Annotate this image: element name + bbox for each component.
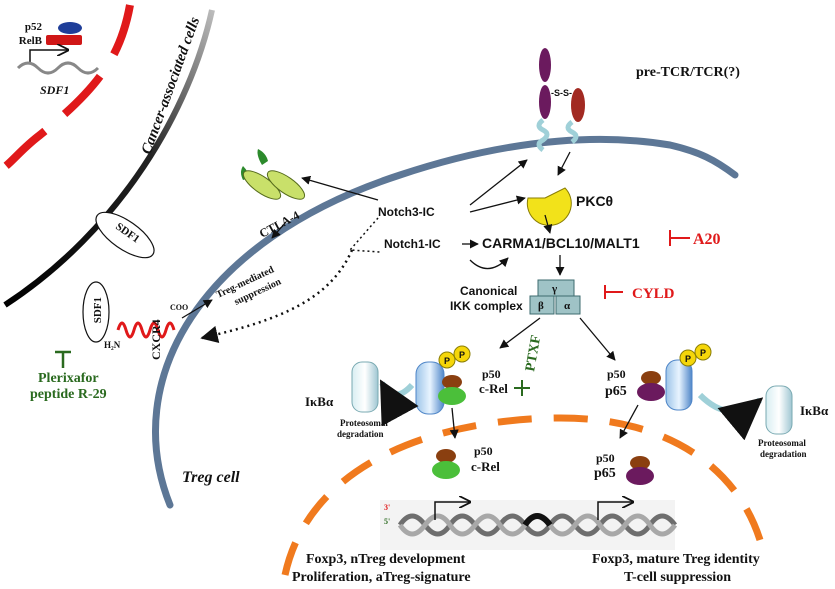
carma-label: CARMA1/BCL10/MALT1	[482, 235, 640, 251]
svg-text:γ: γ	[551, 283, 557, 295]
cancer-cell-membrane-black	[3, 9, 215, 308]
svg-text:IκBα: IκBα	[800, 403, 829, 418]
svg-text:SDF1: SDF1	[92, 297, 104, 323]
svg-text:P: P	[700, 348, 706, 358]
sdf1-gene-label: SDF1	[40, 83, 69, 97]
svg-text:P: P	[685, 354, 691, 364]
arrow-crel-nucleus	[449, 407, 459, 439]
pkc-theta: PKCθ	[526, 187, 613, 226]
svg-text:3': 3'	[384, 503, 390, 512]
svg-text:c-Rel: c-Rel	[479, 381, 508, 396]
nuclear-crel-dimer: p50 c-Rel	[432, 444, 500, 479]
cxcr4-receptor: H₂N COO CXCR4	[104, 303, 188, 360]
nuclear-p65-dimer: p50 p65	[594, 451, 654, 485]
pretcr-label: pre-TCR/TCR(?)	[636, 65, 740, 80]
h2n-label: H₂N	[104, 340, 121, 350]
dotted-arrow-to-cxcr4	[200, 249, 354, 343]
cyld-label: CYLD	[632, 286, 675, 302]
ikba-crel-complex: P P p50 c-Rel	[415, 345, 508, 415]
svg-text:p50: p50	[482, 367, 501, 381]
arrow-ctla4-suppression	[271, 221, 287, 239]
left-outcome-1: Foxp3, nTreg development	[306, 552, 466, 567]
arrow-notch3-ctla4	[301, 175, 379, 201]
arrow-ikk-p65	[579, 317, 616, 361]
sdf1-ligand-oval: SDF1	[82, 281, 110, 343]
coo-label: COO	[170, 303, 188, 312]
svg-text:α: α	[564, 300, 571, 312]
arrow-ikk-crel	[499, 317, 541, 349]
sdf1-promoter-arrow	[29, 50, 68, 62]
svg-text:p65: p65	[605, 384, 627, 399]
svg-text:IκBα: IκBα	[305, 394, 334, 409]
sdf1-membrane-oval: SDF1	[95, 211, 155, 259]
ikba-p65-complex: p50 p65 P P	[605, 343, 712, 411]
cancer-cells-label: Cancer-associated cells	[139, 15, 204, 156]
left-outcome-2: Proliferation, aTreg-signature	[292, 570, 471, 585]
a20-inhibitor	[669, 230, 690, 246]
pkc-label: PKCθ	[576, 193, 613, 209]
canonical-label: Canonical	[460, 284, 517, 298]
svg-text:P: P	[459, 350, 465, 360]
cancer-cell-membrane-red	[0, 4, 134, 174]
arrow-tcr-pkc	[557, 151, 571, 176]
ikk-complex: γ β α	[529, 279, 581, 315]
svg-text:p50: p50	[474, 444, 493, 458]
sdf1-gene-dna	[16, 61, 100, 75]
treg-cell-membrane	[152, 135, 739, 509]
relb-protein	[46, 35, 82, 45]
right-outcome-1: Foxp3, mature Treg identity	[592, 552, 760, 567]
ikba-left: IκBα Proteosomal degradation	[305, 361, 419, 439]
svg-text:Proteosomal: Proteosomal	[340, 418, 388, 428]
nucleus-membrane	[281, 414, 769, 576]
relb-p52-complex: p52 RelB SDF1	[16, 21, 100, 97]
svg-text:degradation: degradation	[337, 429, 384, 439]
arrow-cxcr4-suppression	[181, 299, 213, 319]
ptxf-label: PTXF	[523, 334, 544, 373]
svg-text:β: β	[538, 300, 544, 312]
plerixafor-label: Plerixafor	[38, 371, 99, 386]
relb-label: RelB	[19, 35, 43, 47]
svg-text:p65: p65	[594, 466, 616, 481]
ikk-complex-label: IKK complex	[450, 299, 523, 313]
ctla4-dimer: CTLA-4	[241, 149, 306, 241]
svg-text:degradation: degradation	[760, 449, 807, 459]
peptide-label: peptide R-29	[30, 387, 107, 402]
plerixafor-inhibitor: Plerixafor peptide R-29	[30, 350, 107, 402]
svg-text:5': 5'	[384, 517, 390, 526]
tcr-receptor: -S-S-	[536, 48, 585, 152]
arrow-curved-loop	[469, 257, 509, 270]
promoter-arrow-right	[597, 502, 633, 520]
arrow-p65-nucleus	[619, 404, 639, 439]
ikba-right: IκBα Proteosomal degradation	[697, 385, 829, 459]
dna-strand: 3' 5'	[380, 500, 678, 550]
svg-text:P: P	[444, 356, 450, 366]
svg-text:c-Rel: c-Rel	[471, 459, 500, 474]
dotted-notch-ctla4	[348, 217, 381, 253]
cxcr4-label: CXCR4	[149, 319, 163, 360]
svg-text:Proteosomal: Proteosomal	[758, 438, 806, 448]
a20-label: A20	[693, 231, 721, 248]
ptxf-inhibitor	[514, 380, 530, 396]
arrow-pkc-carma	[543, 214, 553, 234]
arrow-notch3-tcr	[469, 159, 528, 206]
p52-protein	[58, 22, 82, 34]
cyld-inhibitor	[604, 285, 623, 299]
right-outcome-2: T-cell suppression	[624, 570, 731, 585]
treg-cell-label: Treg cell	[182, 469, 240, 486]
notch3-label: Notch3-IC	[378, 205, 435, 219]
svg-text:p50: p50	[607, 367, 626, 381]
svg-text:p50: p50	[596, 451, 615, 465]
notch1-label: Notch1-IC	[384, 237, 441, 251]
ss-label: -S-S-	[551, 88, 572, 98]
p52-label: p52	[25, 21, 43, 33]
arrow-notch3-pkc	[469, 195, 526, 213]
promoter-arrow-left	[434, 502, 470, 520]
